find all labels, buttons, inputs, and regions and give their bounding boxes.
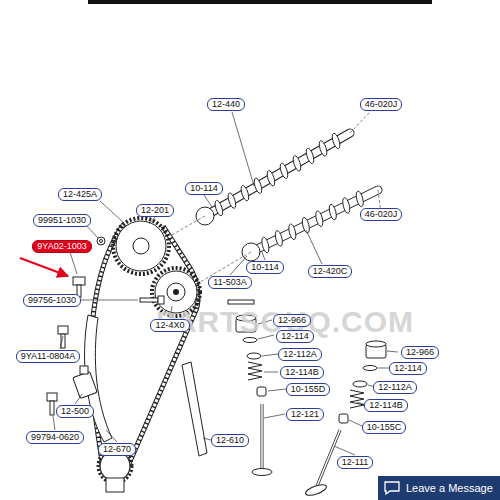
chain-guide (182, 362, 207, 456)
callout-text: 12-112A (283, 349, 316, 359)
pointer-arrow (20, 258, 68, 276)
callout-text: 12-420C (313, 266, 348, 276)
header-bar (88, 0, 432, 4)
callout-number: 12-114 (389, 362, 426, 375)
message-button: Leave a Message (378, 476, 500, 500)
callout-text: 12-610 (216, 435, 244, 445)
callout-number: 12-114B (364, 399, 407, 412)
callout-text: 10-155C (367, 422, 402, 432)
callout-number: 11-503A (208, 276, 251, 289)
callout-text: 46-020J (365, 209, 398, 219)
leader-lines (53, 112, 398, 455)
callout-number: 12-425A (58, 188, 102, 201)
cam-sprocket (113, 218, 169, 274)
callout-number: 12-966 (401, 346, 439, 359)
callout-number: 12-111 (337, 456, 374, 469)
callout-text: 12-966 (406, 347, 434, 357)
callout-text: 10-114 (190, 183, 217, 193)
callout-number: 12-500 (56, 405, 94, 418)
callout-number: 12-112A (373, 381, 416, 394)
callout-number: 12-201 (136, 204, 174, 217)
callout-text: 12-111 (342, 457, 369, 467)
callout-number: 12-112A (278, 348, 321, 361)
callout-number: 9YA02-1003 (32, 240, 91, 253)
alignment-lines (170, 112, 382, 282)
callout-number: 99756-1030 (23, 294, 81, 307)
callout-number: 10-155D (286, 383, 331, 396)
callout-number: 12-114 (276, 330, 313, 343)
callout-number: 12-4X0 (150, 319, 189, 332)
callout-number: 46-020J (360, 98, 403, 111)
callout-number: 10-114 (185, 182, 222, 195)
callout-text: 46-020J (365, 99, 398, 109)
callout-text: 10-155D (291, 384, 326, 394)
callout-number: 10-114 (246, 261, 283, 274)
callout-text: 12-121 (291, 409, 319, 419)
callout-text: 12-201 (141, 205, 169, 215)
callout-text: 99756-1030 (28, 295, 76, 305)
callout-text: 9YA02-1003 (37, 241, 86, 251)
callout-number: 99794-0620 (26, 431, 84, 444)
camshafts (196, 132, 378, 261)
callout-number: 12-114B (280, 366, 323, 379)
callout-text: 12-112A (378, 382, 411, 392)
callout-number: 10-155C (362, 421, 407, 434)
callout-text: 12-4X0 (155, 320, 184, 330)
callout-text: 10-114 (251, 262, 278, 272)
callout-number: 12-670 (98, 443, 136, 456)
callout-text: 99951-1030 (38, 215, 86, 225)
callout-text: 12-500 (61, 406, 89, 416)
callout-number: 9YA11-0804A (16, 350, 81, 363)
callout-number: 12-121 (286, 408, 324, 421)
callout-text: 12-670 (103, 444, 131, 454)
callout-text: 12-114B (285, 367, 318, 377)
callout-text: 12-114 (281, 331, 308, 341)
callout-text: 9YA11-0804A (21, 351, 76, 361)
callout-number: 12-420C (308, 265, 353, 278)
valve-train-left (236, 315, 272, 476)
callout-number: 12-966 (273, 314, 311, 327)
chat-icon (384, 481, 400, 495)
callout-text: 12-114 (394, 363, 421, 373)
callout-text: 99794-0620 (31, 432, 79, 442)
callout-text: 12-425A (63, 189, 97, 199)
callout-number: 99951-1030 (33, 214, 91, 227)
button-text: Leave a Message (406, 482, 493, 494)
callout-text: 11-503A (213, 277, 246, 287)
callout-number: 46-020J (360, 208, 403, 221)
chain-tensioner (73, 366, 97, 398)
callout-text: 12-114B (369, 400, 402, 410)
callout-number: 12-440 (207, 98, 245, 111)
callout-number: 12-610 (211, 434, 249, 447)
callout-text: 12-966 (278, 315, 306, 325)
callout-text: 12-440 (212, 99, 240, 109)
